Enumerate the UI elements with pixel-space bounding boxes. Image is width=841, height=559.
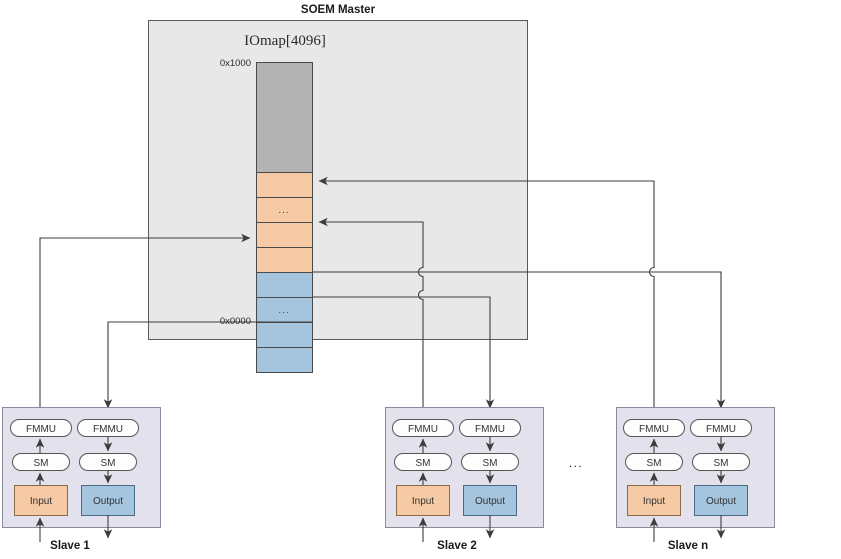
slave-2-input-label: Input xyxy=(412,496,434,507)
iomap-addr-top: 0x1000 xyxy=(220,58,251,69)
slave-n-fmmu-in xyxy=(623,419,685,437)
link-slave2-output xyxy=(313,296,495,409)
slave-2-sm-out-label: SM xyxy=(483,458,498,469)
slave-n-output-block xyxy=(694,485,748,516)
link-slave2-input xyxy=(318,217,424,408)
slave-2-output-label: Output xyxy=(475,496,505,507)
iomap-block-input-1 xyxy=(256,172,313,198)
slave-1-input-block xyxy=(14,485,68,516)
iomap-block-input-3 xyxy=(256,222,313,248)
slave-1-name: Slave 1 xyxy=(50,540,90,552)
iomap-addr-bottom: 0x0000 xyxy=(220,316,251,327)
slave-n-fmmu-in-label: FMMU xyxy=(639,424,669,435)
slave-1-fmmu-in-label: FMMU xyxy=(26,424,56,435)
page-title: SOEM Master xyxy=(301,4,376,16)
slave-gap-ellipsis: ... xyxy=(569,456,584,470)
slave-2-sm-in xyxy=(394,453,452,471)
iomap-column xyxy=(256,62,313,373)
slave-1-output-label: Output xyxy=(93,496,123,507)
slave-1-sm-in xyxy=(12,453,70,471)
iomap-block-input-2 xyxy=(256,197,313,223)
slave-n-output-label: Output xyxy=(706,496,736,507)
iomap-block-reserved xyxy=(256,62,313,173)
slave-1: FMMU FMMU SM SM Input Output Slave 1 xyxy=(2,407,161,552)
slave-1-input-label: Input xyxy=(30,496,52,507)
slave-n-input-block xyxy=(627,485,681,516)
slave-n-name: Slave n xyxy=(668,540,708,552)
link-slaven-output xyxy=(313,271,726,409)
slave-1-sm-in-label: SM xyxy=(34,458,49,469)
slave-2-name: Slave 2 xyxy=(437,540,477,552)
slave-2-fmmu-out-label: FMMU xyxy=(475,424,505,435)
slave-n-sm-in-label: SM xyxy=(647,458,662,469)
iomap-output-ellipsis: ... xyxy=(278,305,289,316)
slave-2-fmmu-out xyxy=(459,419,521,437)
slave-n-sm-out-label: SM xyxy=(714,458,729,469)
slave-2-sm-in-label: SM xyxy=(416,458,431,469)
slave-2-fmmu-in-label: FMMU xyxy=(408,424,438,435)
iomap-block-input-4 xyxy=(256,247,313,273)
slave-1-output-block xyxy=(81,485,135,516)
link-slave1-input xyxy=(39,233,251,408)
slave-2-fmmu-in xyxy=(392,419,454,437)
slave-n-fmmu-out xyxy=(690,419,752,437)
link-slave1-output xyxy=(103,321,313,409)
slave-n-input-label: Input xyxy=(643,496,665,507)
slave-2-output-block xyxy=(463,485,517,516)
slave-2-input-block xyxy=(396,485,450,516)
iomap-block-output-1 xyxy=(256,272,313,298)
iomap-input-ellipsis: ... xyxy=(278,205,289,216)
master-box xyxy=(148,20,528,340)
link-slaven-input xyxy=(318,176,655,408)
slave-1-sm-out-label: SM xyxy=(101,458,116,469)
iomap-block-output-2 xyxy=(256,297,313,323)
iomap-block-output-3 xyxy=(256,322,313,348)
connection-lines xyxy=(39,176,726,409)
slave-1-fmmu-out xyxy=(77,419,139,437)
slave-n-sm-in xyxy=(625,453,683,471)
iomap-label: IOmap[4096] xyxy=(244,33,326,49)
slave-n-fmmu-out-label: FMMU xyxy=(706,424,736,435)
slave-1-fmmu-in xyxy=(10,419,72,437)
slave-1-fmmu-out-label: FMMU xyxy=(93,424,123,435)
iomap-block-output-4 xyxy=(256,347,313,373)
slave-n: FMMU FMMU SM SM Input Output Slave n xyxy=(616,407,775,552)
slave-2: FMMU FMMU SM SM Input Output Slave 2 xyxy=(385,407,544,552)
